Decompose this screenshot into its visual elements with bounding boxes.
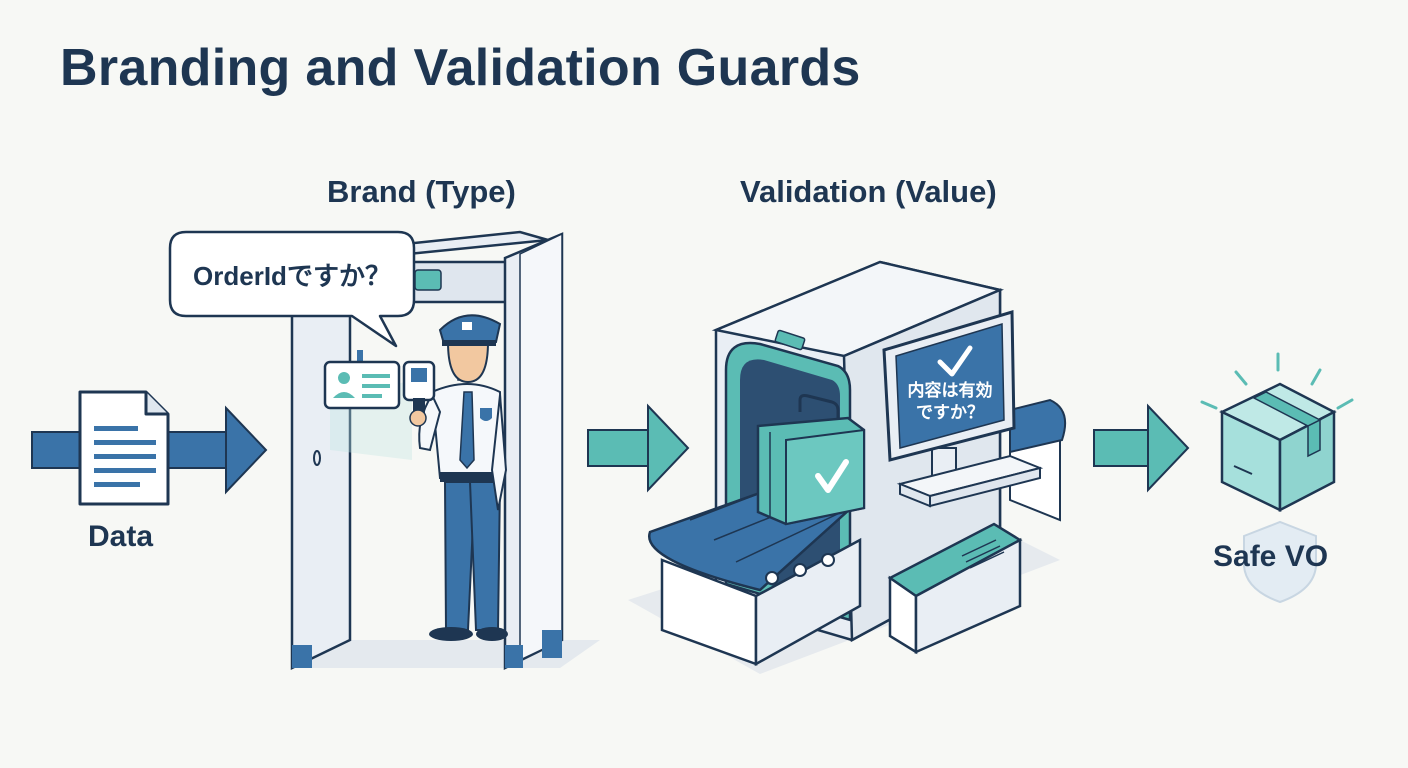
arrow-brand-to-validation: [588, 406, 688, 490]
screen-text-line2: ですか？: [916, 403, 984, 422]
arrow-validation-to-output: [1094, 406, 1188, 490]
package-box-icon: [1202, 354, 1352, 510]
screen-text-line1: 内容は有効: [908, 380, 993, 400]
bubble-text: OrderIdですか？: [193, 261, 391, 291]
data-label: Data: [88, 520, 153, 554]
document-icon: [80, 392, 168, 504]
safe-vo-label: Safe VO: [1213, 540, 1328, 574]
